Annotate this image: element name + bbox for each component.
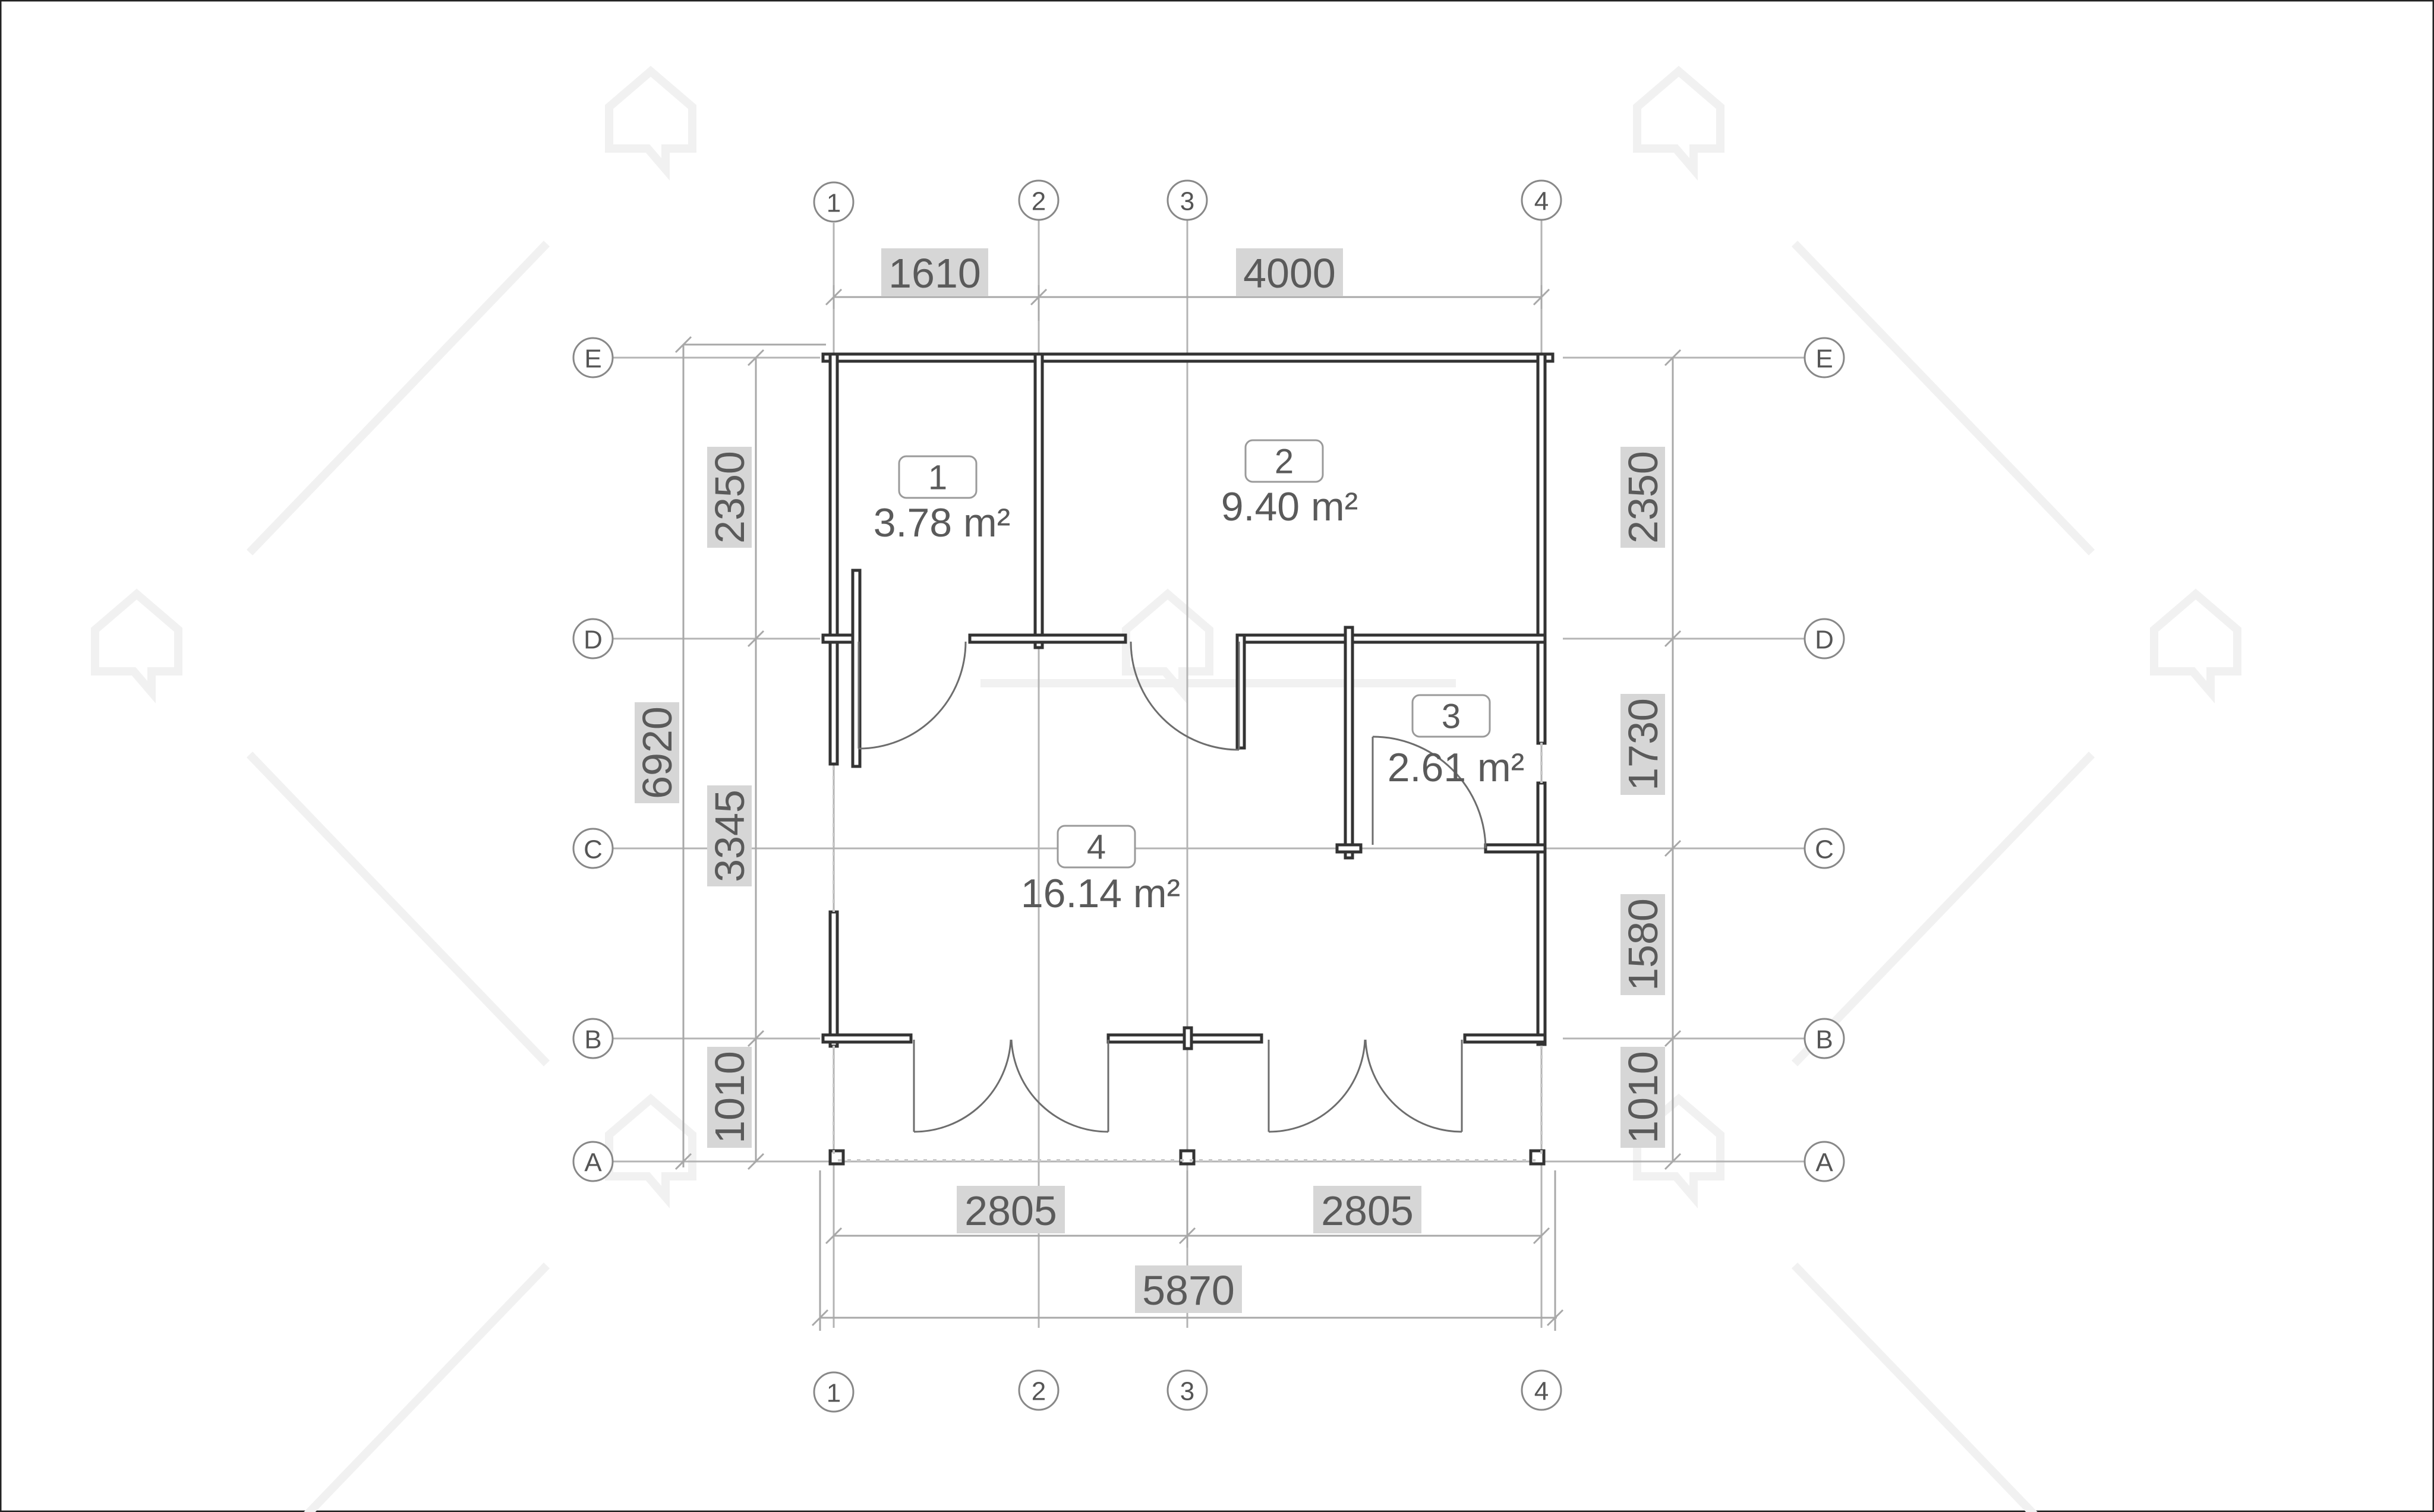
wall-left-upper [828,352,839,766]
watermark-house-icon [91,588,182,703]
wall-top [821,352,1555,363]
room-1-area: 3.78 m² [874,500,1011,545]
grid-row-label: E [584,345,601,374]
watermark-house-icon [1122,588,1213,703]
grid-row-label: C [584,835,603,864]
doors [857,641,1487,1133]
watermark-house-icon [605,65,696,181]
grid-col-label: 3 [1180,1377,1194,1406]
room-tags [898,439,1491,869]
watermark-house-icon [1633,65,1724,181]
door-swing [858,641,967,750]
room-4-area: 16.14 m² [1021,871,1180,916]
dimension-left-total: 6920 [634,706,680,799]
dimension-lines [674,285,1682,1331]
dimension-right-2: 1730 [1620,698,1666,791]
dimension-left-1: 2350 [707,451,753,544]
grid-row-label: D [1815,626,1834,655]
door-swing [1372,736,1487,849]
grid-col-label: 4 [1534,1377,1549,1406]
door-swing [1130,641,1240,751]
grid-col-label: 4 [1534,187,1549,216]
dimension-right-1: 2350 [1620,451,1666,544]
wall-right-upper [1536,352,1547,745]
grid-bubble [1018,179,1060,221]
grid-bubble [1521,1369,1562,1411]
wall-left-lower [828,910,839,1048]
dimension-bottom-total: 5870 [1142,1267,1235,1314]
room-2-number: 2 [1275,443,1294,481]
dimension-boxes [635,248,1665,1313]
porch-edges [833,743,1543,1161]
watermark-house-icon [605,1093,696,1208]
watermark-house-icon [1633,1093,1724,1208]
room-3-number: 3 [1442,697,1461,736]
grid-col-label: 1 [827,189,841,218]
wall-d-middle [968,633,1127,644]
grid-row-label: E [1815,345,1833,374]
grid-bubble [1018,1369,1060,1411]
grid-row-label: A [584,1148,602,1178]
room-2-area: 9.40 m² [1221,484,1358,529]
room-3-area: 2.61 m² [1388,745,1525,790]
dimension-top-2: 4000 [1243,250,1336,296]
wall-1-2 [1033,352,1044,649]
grid-col-label: 1 [827,1379,841,1408]
dimension-left-3: 1010 [707,1051,753,1144]
wall-bath-bottom [1484,843,1547,854]
grid-bubble [813,1371,855,1413]
grid-col-label: 2 [1032,187,1046,216]
dimension-left-2: 3345 [707,790,753,882]
dimension-top-1: 1610 [888,250,981,296]
room-4-number: 4 [1087,828,1106,867]
watermark-house-icon [2150,588,2241,703]
grid-row-label: A [1815,1148,1833,1178]
grid-bubble [813,181,855,223]
grid-row-label: B [1815,1025,1833,1055]
dimension-bottom-2: 2805 [1321,1188,1414,1234]
wall-right-lower [1536,781,1547,1046]
watermark [91,65,2241,1512]
wall-d-right [1239,633,1547,644]
grid-row-label: C [1815,835,1834,864]
walls [821,352,1555,1166]
grid-bubble [1166,1369,1208,1411]
grid-row-label: D [584,626,603,655]
grid-bubble [1166,179,1208,221]
grid-row-label: B [584,1025,601,1055]
room-1-number: 1 [928,459,947,497]
grid-col-label: 2 [1032,1377,1046,1406]
wall-bath-left [1344,626,1354,860]
grid-col-label: 3 [1180,187,1194,216]
grid-bubble [1521,179,1562,221]
post [1179,1149,1196,1166]
dimension-right-4: 1010 [1620,1051,1666,1144]
dimension-right-3: 1580 [1620,898,1666,991]
dimension-bottom-1: 2805 [964,1188,1057,1234]
post [828,1149,845,1166]
